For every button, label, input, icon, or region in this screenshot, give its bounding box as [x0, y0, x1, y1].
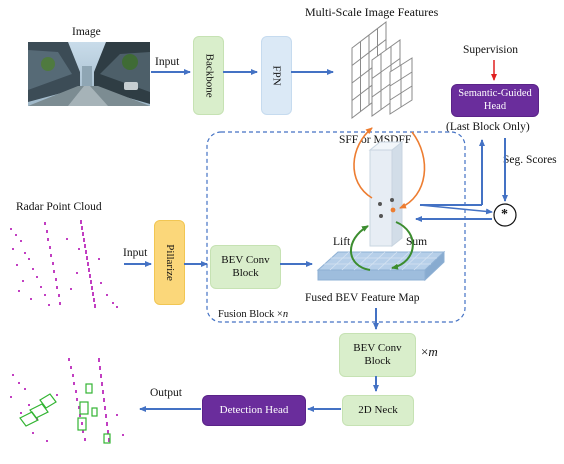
semantic-guided-head-box: Semantic-Guided Head: [451, 84, 539, 117]
lift-label: Lift: [333, 236, 351, 248]
output-label: Output: [150, 387, 182, 399]
lift-arrow: [350, 225, 371, 271]
bev-conv-block-1-label: BEV Conv Block: [221, 253, 270, 279]
fused-bev-feature-map-label: Fused BEV Feature Map: [305, 292, 420, 304]
fused-bev-feature-map-plane: [316, 250, 446, 282]
street-scene-illustration: [28, 42, 150, 106]
multi-scale-feature-maps: [351, 20, 413, 120]
orange-arrow-to-pillar: [399, 131, 426, 209]
camera-image: [28, 42, 150, 106]
input-radar-label: Input: [123, 247, 148, 259]
pillarize-box: Pillarize: [154, 220, 185, 305]
fusion-block-text: Fusion Block ×: [218, 309, 283, 320]
hadamard-product-node: [493, 203, 517, 227]
input-top-label: Input: [155, 56, 180, 68]
bev-conv-block-2-label: BEV Conv Block: [353, 341, 402, 367]
radar-point-cloud-label: Radar Point Cloud: [16, 201, 102, 213]
times-m-label: ×m: [421, 344, 438, 360]
detection-head-box: Detection Head: [202, 395, 306, 426]
times-m-m: m: [428, 344, 438, 359]
radar-point-cloud-image: [6, 218, 128, 312]
arrow-pillar-to-product: [419, 204, 493, 215]
fusion-block-n: n: [282, 309, 289, 320]
detection-output-illustration: [10, 358, 124, 444]
detection-head-label: Detection Head: [219, 403, 289, 416]
radar-points-illustration: [10, 220, 118, 308]
orange-arrow-to-features: [353, 127, 373, 199]
detection-output-image: [6, 354, 136, 454]
fpn-box: FPN: [261, 36, 292, 115]
multi-scale-features-label: Multi-Scale Image Features: [305, 5, 439, 19]
supervision-label: Supervision: [463, 44, 518, 56]
2d-neck-label: 2D Neck: [358, 403, 398, 416]
sum-arrow: [391, 221, 414, 270]
feature-map-small: [389, 57, 413, 115]
2d-neck-box: 2D Neck: [342, 395, 414, 426]
bev-conv-block-1-box: BEV Conv Block: [210, 245, 281, 289]
last-block-only-label: (Last Block Only): [446, 121, 530, 133]
feature-pillar: [368, 140, 404, 248]
hadamard-symbol: *: [501, 207, 508, 222]
backbone-box: Backbone: [193, 36, 224, 115]
bev-conv-block-2-box: BEV Conv Block: [339, 333, 416, 377]
image-label: Image: [72, 26, 101, 38]
fusion-block-dashed-border: [206, 131, 466, 323]
semantic-guided-head-label: Semantic-Guided Head: [458, 87, 532, 112]
fusion-block-label: Fusion Block ×n: [218, 309, 288, 321]
seg-scores-label: Seg. Scores: [503, 154, 557, 166]
times-m-symbol: ×: [421, 344, 429, 359]
